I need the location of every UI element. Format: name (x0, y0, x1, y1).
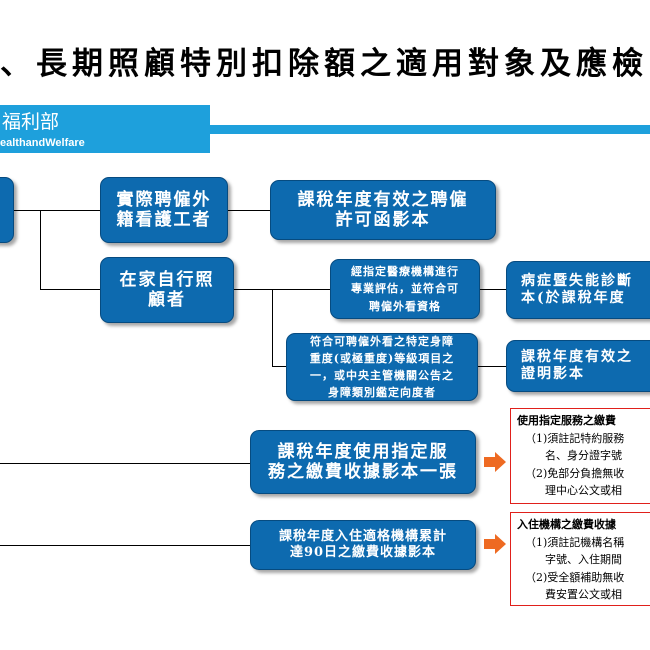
note-line: 名、身分證字號 (545, 449, 622, 463)
arrow-right-icon (484, 534, 506, 554)
note-line: （1)須註記機構名稱 (525, 535, 625, 549)
ministry-name: 福利部 (2, 111, 60, 133)
note-line: 理中心公文或相 (545, 484, 622, 498)
connector-line (234, 289, 273, 290)
root-node (0, 177, 14, 243)
connector-line (40, 289, 100, 290)
institution-note: 入住機構之繳費收據 （1)須註記機構名稱字號、入住期間 （2)受全額補助無收費安置公… (510, 512, 650, 606)
connector-line (480, 289, 506, 290)
foreign-caregiver-node: 實際聘僱外 籍看護工者 (100, 177, 228, 243)
hospital-assessment-node: 經指定醫療機構進行 專業評估，並符合可 聘僱外看資格 (330, 259, 480, 319)
home-care-node: 在家自行照 顧者 (100, 257, 234, 323)
employment-permit-node: 課稅年度有效之聘僱 許可函影本 (270, 180, 496, 240)
note-heading: 入住機構之繳費收據 (517, 518, 616, 531)
disability-criteria-node: 符合可聘僱外看之特定身障 重度(或極重度)等級項目之 一，或中央主管機關公告之 … (286, 333, 478, 401)
note-line: （1)須註記特約服務 (525, 431, 625, 445)
connector-line (0, 463, 250, 464)
banner-rule (210, 125, 650, 134)
note-line: 費安置公文或相 (545, 588, 622, 602)
connector-line (272, 289, 330, 290)
designated-service-receipt-node: 課稅年度使用指定服 務之繳費收據影本一張 (250, 430, 476, 494)
designated-service-note: 使用指定服務之繳費 （1)須註記特約服務名、身分證字號 （2)免部分負擔無收理中心公… (510, 408, 650, 504)
connector-line (40, 210, 41, 290)
note-heading: 使用指定服務之繳費 (517, 414, 616, 427)
connector-line (272, 366, 286, 367)
connector-line (14, 210, 100, 211)
connector-line (228, 210, 270, 211)
connector-line (0, 545, 250, 546)
note-line: 字號、入住期間 (545, 553, 622, 567)
institution-receipt-node: 課稅年度入住適格機構累計 達90日之繳費收據影本 (250, 520, 476, 570)
disability-certificate-node: 課稅年度有效之 證明影本 (506, 340, 650, 392)
connector-line (478, 366, 506, 367)
connector-line (272, 289, 273, 367)
ministry-name-english: ealthandWelfare (0, 137, 85, 149)
ministry-banner (0, 105, 210, 153)
note-line: （2)受全額補助無收 (525, 570, 625, 584)
note-line: （2)免部分負擔無收 (525, 466, 625, 480)
arrow-right-icon (484, 452, 506, 472)
page-title: 、長期照顧特別扣除額之適用對象及應檢附 (0, 46, 650, 82)
diagnosis-certificate-node: 病症暨失能診斷 本(於課稅年度 (506, 261, 650, 319)
